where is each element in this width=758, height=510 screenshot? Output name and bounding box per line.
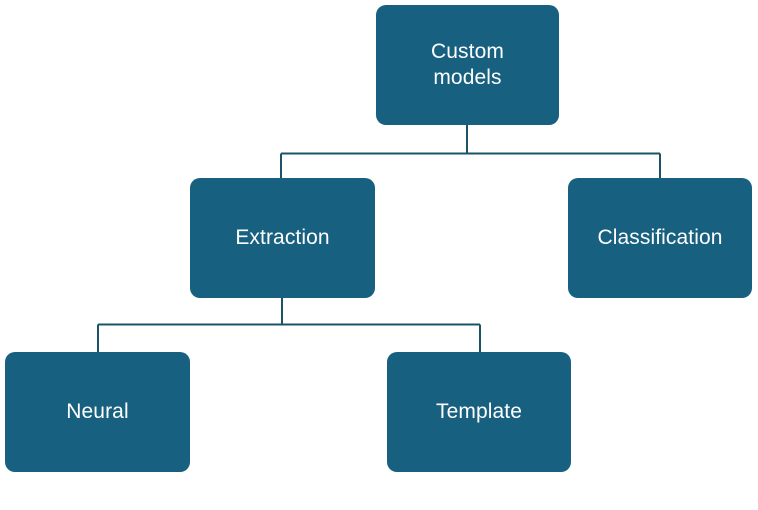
node-label-template: Template [435, 400, 522, 423]
node-label-neural: Neural [66, 400, 129, 423]
node-extraction[interactable]: Extraction [190, 178, 375, 298]
node-template[interactable]: Template [387, 352, 571, 472]
node-neural[interactable]: Neural [5, 352, 190, 472]
connector-extraction-to-row2 [97, 298, 481, 352]
node-classification[interactable]: Classification [568, 178, 752, 298]
node-label-classification: Classification [597, 226, 723, 249]
connector-root-to-row1 [280, 125, 661, 178]
node-label-extraction: Extraction [235, 226, 330, 249]
node-custom-models[interactable]: Custom models [376, 5, 559, 125]
node-label-custom-models: Custom models [431, 40, 504, 89]
